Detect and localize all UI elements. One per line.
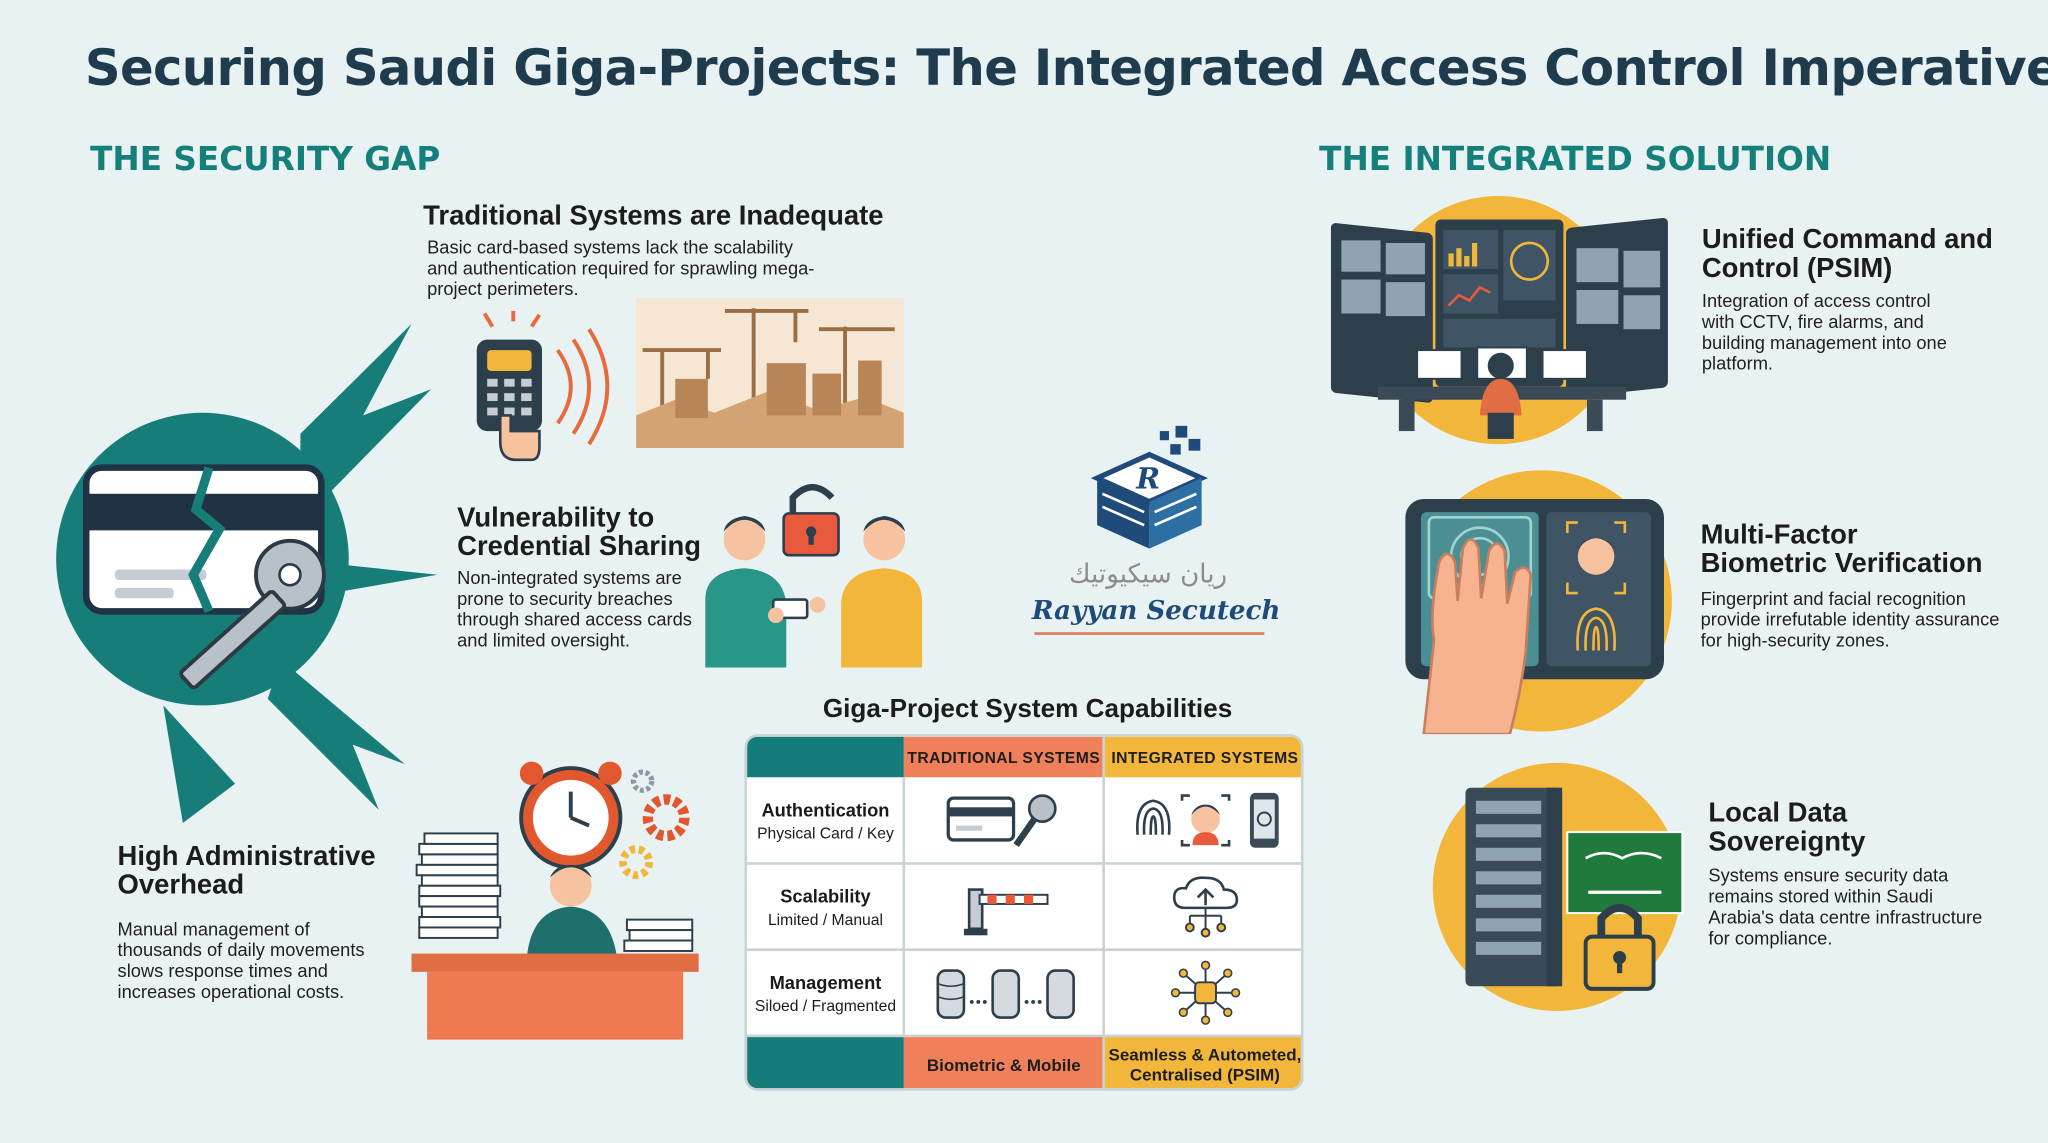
- table-header-blank: [747, 736, 904, 778]
- capabilities-title: Giga-Project System Capabilities: [822, 694, 1233, 724]
- grid-line: [747, 948, 1301, 951]
- footer-integrated: Seamless & Autometed, Centralised (PSIM): [1103, 1035, 1301, 1089]
- card-reader-icon: [476, 310, 610, 462]
- saudi-flag-icon: [1566, 831, 1684, 915]
- traditional-mgmt-cell: [904, 950, 1104, 1036]
- row-authentication: Authentication Physical Card / Key: [747, 777, 904, 863]
- credential-sharing-text: Non-integrated systems are prone to secu…: [457, 566, 692, 651]
- hub-network-icon: [1170, 960, 1240, 1025]
- traditional-inadequate-text: Basic card-based systems lack the scalab…: [427, 236, 815, 300]
- row-label: Scalability: [780, 885, 871, 906]
- credential-sharing-title: Vulnerability to Credential Sharing: [457, 502, 701, 562]
- integrated-solution-heading: THE INTEGRATED SOLUTION: [1319, 139, 1832, 178]
- cloud-network-icon: [1172, 876, 1238, 938]
- admin-overhead-text: Manual management of thousands of daily …: [117, 918, 365, 1002]
- phone-icon: [1249, 792, 1279, 848]
- row-sub: Siloed / Fragmented: [754, 996, 897, 1015]
- rayyan-logo-icon: R: [1090, 425, 1208, 549]
- card-key-icon: [945, 794, 1056, 848]
- row-sub: Physical Card / Key: [757, 823, 894, 842]
- row-label: Authentication: [761, 798, 890, 820]
- row-label: Management: [769, 971, 882, 993]
- security-gap-heading: THE SECURITY GAP: [90, 139, 441, 178]
- footer-blank: [747, 1035, 904, 1089]
- biometric-title: Multi-Factor Biometric Verification: [1700, 519, 1983, 579]
- logo-name: Rayyan Secutech: [1031, 594, 1281, 626]
- sovereignty-text: Systems ensure security data remains sto…: [1708, 864, 1983, 949]
- col-header-traditional: TRADITIONAL SYSTEMS: [903, 736, 1104, 778]
- logo-underline: [1034, 632, 1265, 635]
- col-header-integrated: INTEGRATED SYSTEMS: [1103, 736, 1301, 778]
- unified-command-title: Unified Command and Control (PSIM): [1701, 224, 1993, 284]
- sovereignty-title: Local Data Sovereignty: [1708, 798, 1866, 857]
- gear-icon: [619, 769, 690, 880]
- svg-text:R: R: [1135, 462, 1160, 496]
- stressed-worker-icon: [411, 761, 699, 1040]
- barrier-icon: [963, 888, 1048, 936]
- biometric-tablet-icon: [1405, 470, 1672, 735]
- alarm-clock-icon: [519, 761, 623, 870]
- grid-line: [902, 777, 906, 1036]
- broken-card-key-icon: [56, 323, 438, 823]
- footer-traditional: Biometric & Mobile: [903, 1035, 1104, 1089]
- row-sub: Limited / Manual: [767, 909, 883, 929]
- page-title: Securing Saudi Giga-Projects: The Integr…: [84, 39, 2048, 97]
- row-scalability: Scalability Limited / Manual: [747, 863, 904, 949]
- fingerprint-icon: [1135, 799, 1170, 835]
- server-rack-icon: [1432, 762, 1684, 1012]
- padlock-icon: [782, 484, 840, 557]
- traditional-auth-cell: [904, 777, 1104, 863]
- control-room-icon: [1330, 195, 1668, 445]
- database-icon: [935, 969, 1075, 1019]
- traditional-scal-cell: [904, 863, 1104, 949]
- biometric-text: Fingerprint and facial recognition provi…: [1700, 587, 2000, 651]
- grid-line: [1102, 736, 1105, 1089]
- admin-overhead-title: High Administrative Overhead: [117, 841, 376, 901]
- integrated-scal-cell: [1104, 863, 1301, 949]
- face-id-icon: [1180, 794, 1230, 847]
- traditional-inadequate-title: Traditional Systems are Inadequate: [423, 201, 884, 232]
- capabilities-table: TRADITIONAL SYSTEMS INTEGRATED SYSTEMS A…: [744, 734, 1304, 1091]
- unified-command-text: Integration of access control with CCTV,…: [1701, 289, 1947, 374]
- construction-site-icon: [636, 297, 904, 449]
- people-sharing-card-icon: [705, 484, 923, 668]
- integrated-mgmt-cell: [1104, 950, 1301, 1036]
- grid-line: [747, 862, 1301, 865]
- integrated-auth-cell: [1104, 777, 1301, 863]
- grid-line: [747, 1034, 1301, 1038]
- padlock-icon: [1583, 903, 1656, 991]
- row-management: Management Siloed / Fragmented: [747, 950, 904, 1036]
- logo-arabic: ريان سيكيوتيك: [1069, 557, 1228, 590]
